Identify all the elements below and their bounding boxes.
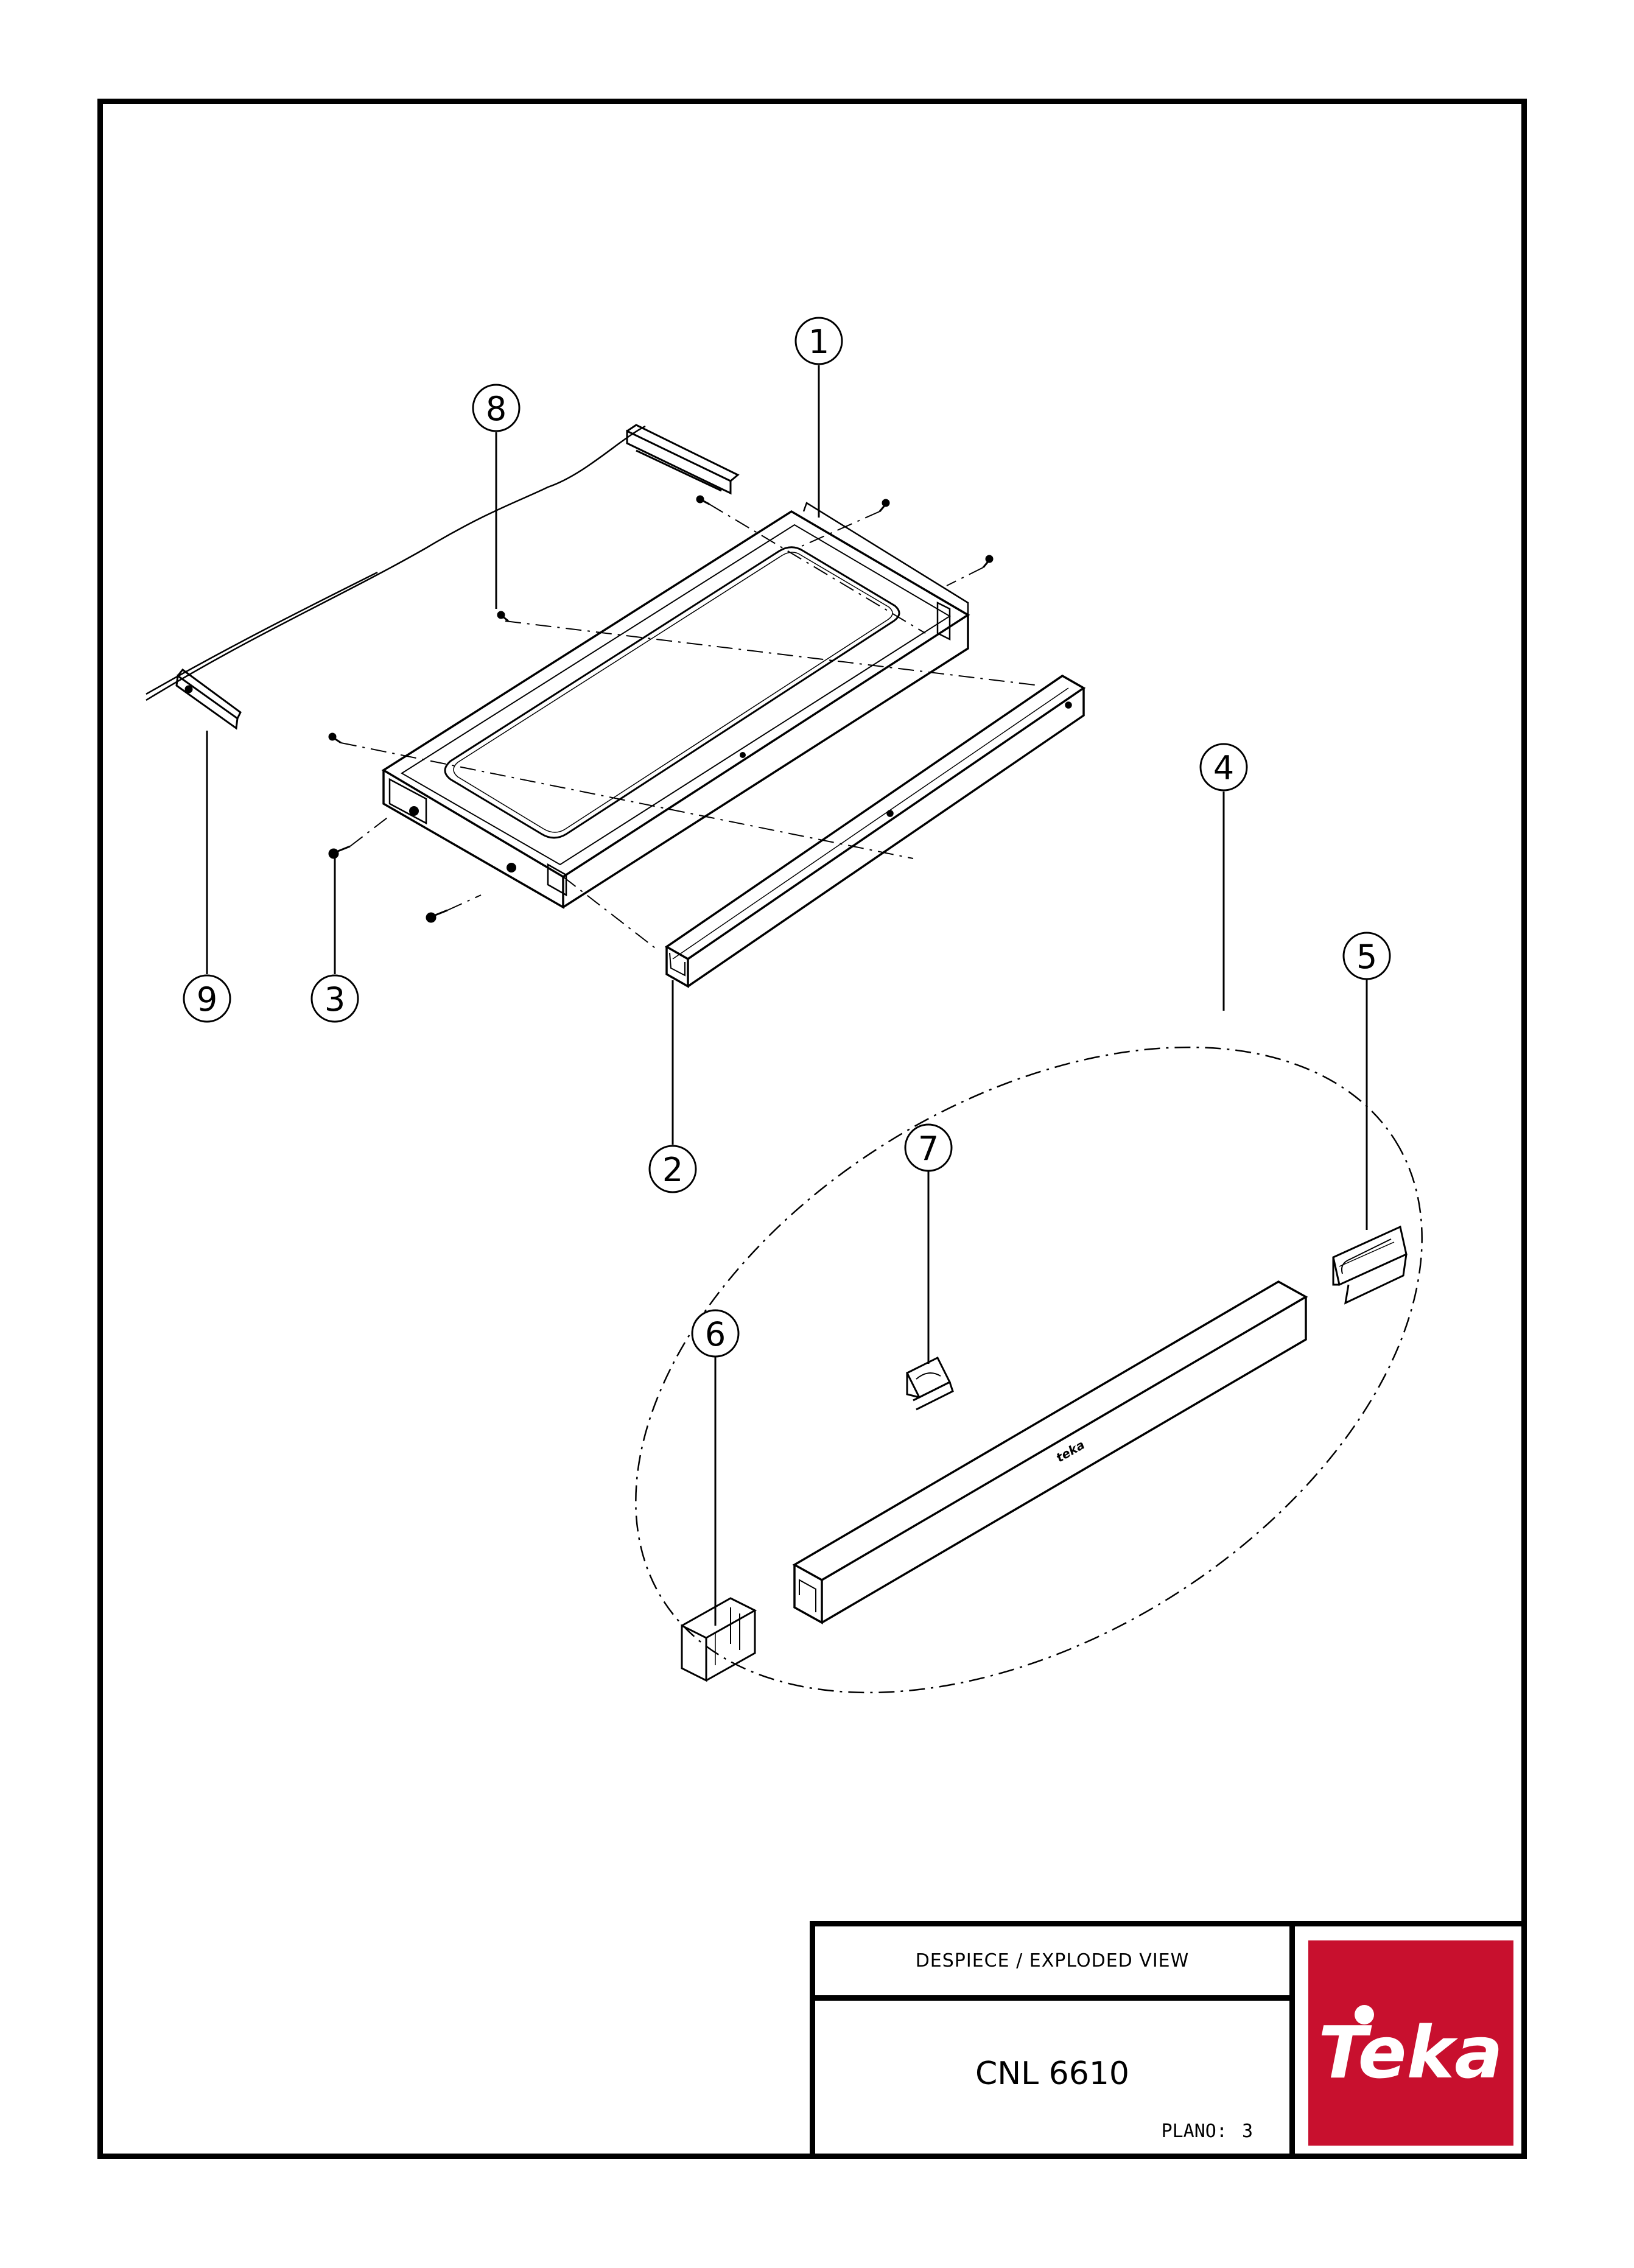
- logo-cell: Teka: [1295, 1926, 1527, 2159]
- svg-text:Teka: Teka: [1318, 2010, 1503, 2094]
- svg-text:9: 9: [197, 980, 217, 1019]
- logo-dot-icon: [1355, 2004, 1374, 2024]
- tray-holes: [409, 752, 746, 872]
- accessory-kit-boundary: [635, 1046, 1423, 1694]
- sheet-label: PLANO:: [1161, 2121, 1227, 2142]
- side-rail-right: [626, 424, 740, 495]
- side-rail-left: [175, 668, 242, 730]
- trim-profile: teka: [792, 1280, 1308, 1624]
- svg-text:7: 7: [918, 1129, 939, 1168]
- callout-9: 9: [183, 974, 231, 1023]
- front-rail: [664, 674, 1086, 989]
- sheet-number: 3: [1241, 2121, 1253, 2142]
- drawing-title: DESPIECE / EXPLODED VIEW: [815, 1926, 1295, 2001]
- callout-5: 5: [1342, 932, 1391, 980]
- svg-text:3: 3: [324, 980, 345, 1019]
- svg-text:8: 8: [486, 390, 507, 428]
- leader-lines: [206, 365, 1368, 1626]
- svg-text:4: 4: [1213, 749, 1234, 787]
- screws: [328, 495, 994, 923]
- svg-text:6: 6: [705, 1315, 726, 1353]
- callout-3: 3: [310, 974, 359, 1023]
- model-number: CNL 6610: [975, 2056, 1130, 2092]
- end-cap-right: [1332, 1225, 1408, 1305]
- svg-text:2: 2: [662, 1151, 683, 1189]
- svg-text:5: 5: [1356, 938, 1377, 976]
- svg-text:1: 1: [808, 323, 829, 361]
- callout-2: 2: [648, 1145, 697, 1193]
- callout-7: 7: [904, 1123, 953, 1172]
- callout-1: 1: [794, 317, 843, 365]
- callout-6: 6: [691, 1309, 740, 1358]
- end-cap-left: [681, 1597, 757, 1682]
- construction-lines: [340, 504, 1036, 950]
- callout-8: 8: [472, 384, 521, 432]
- callout-4: 4: [1199, 743, 1248, 792]
- title-block: DESPIECE / EXPLODED VIEW CNL 6610 PLANO:…: [810, 1921, 1527, 2159]
- mounting-clip: [905, 1356, 954, 1411]
- teka-logo: Teka: [1308, 1940, 1513, 2146]
- model-cell: CNL 6610 PLANO: 3: [815, 2001, 1295, 2159]
- cabinet-outline: [146, 425, 646, 701]
- sheet-indicator: PLANO: 3: [1162, 2121, 1253, 2142]
- main-tray: [381, 502, 970, 910]
